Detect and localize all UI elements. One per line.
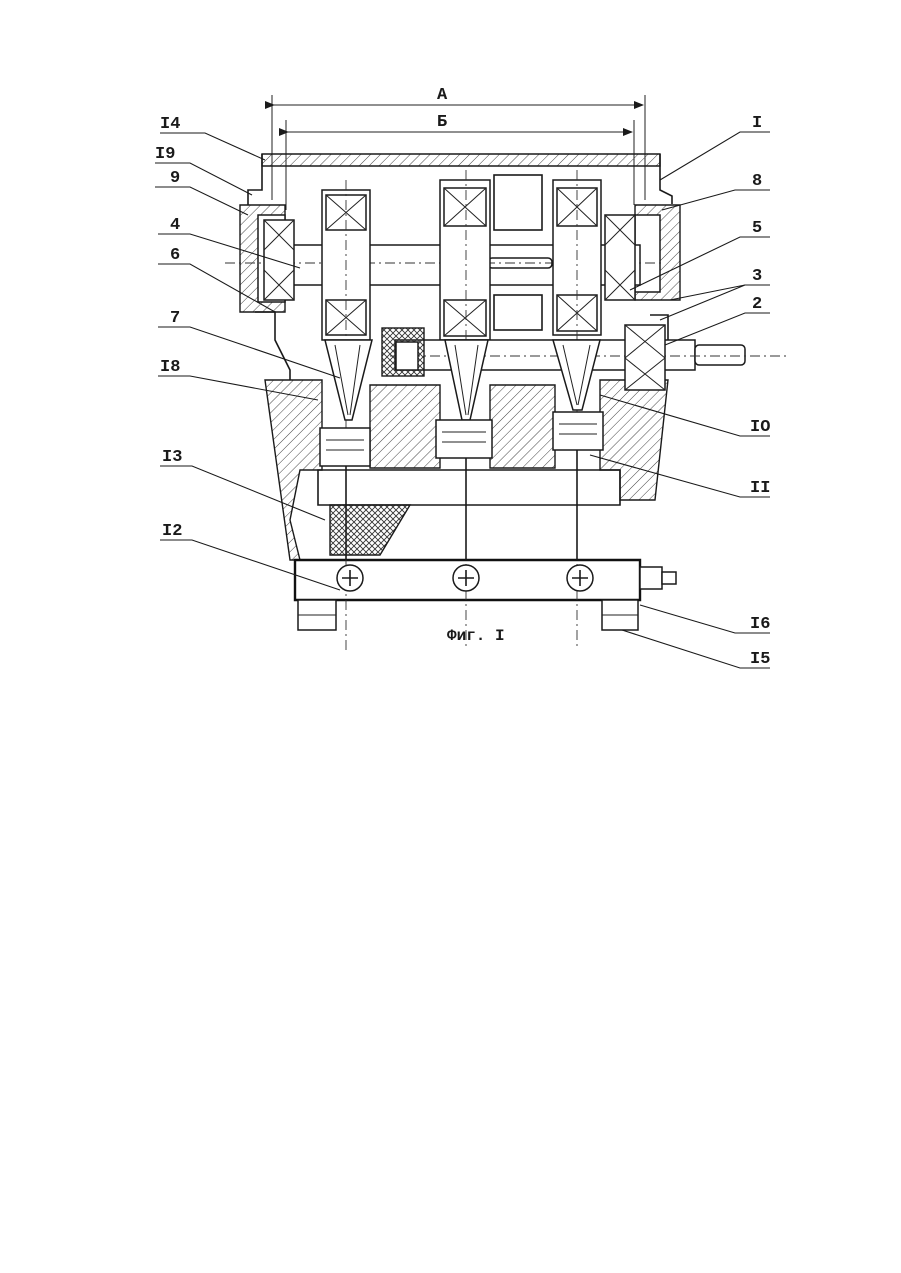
label-19: I9	[155, 145, 175, 164]
label-13: I3	[162, 448, 182, 467]
label-5: 5	[752, 219, 762, 238]
label-1: I	[752, 114, 762, 133]
label-6: 6	[170, 246, 180, 265]
label-10: IO	[750, 418, 770, 437]
dimension-a-label: А	[437, 86, 448, 105]
label-14: I4	[160, 115, 180, 134]
label-7: 7	[170, 309, 180, 328]
label-18: I8	[160, 358, 180, 377]
label-4: 4	[170, 216, 180, 235]
label-16: I6	[750, 615, 770, 634]
tools	[325, 340, 600, 420]
figure-caption: Фиг. I	[447, 627, 505, 645]
label-3: 3	[752, 267, 762, 286]
label-2: 2	[752, 295, 762, 314]
label-12: I2	[162, 522, 182, 541]
label-8: 8	[752, 172, 762, 191]
dimension-b-label: Б	[437, 113, 447, 132]
label-9: 9	[170, 169, 180, 188]
label-15: I5	[750, 650, 770, 669]
label-11: II	[750, 479, 770, 498]
base-screws	[298, 565, 676, 630]
